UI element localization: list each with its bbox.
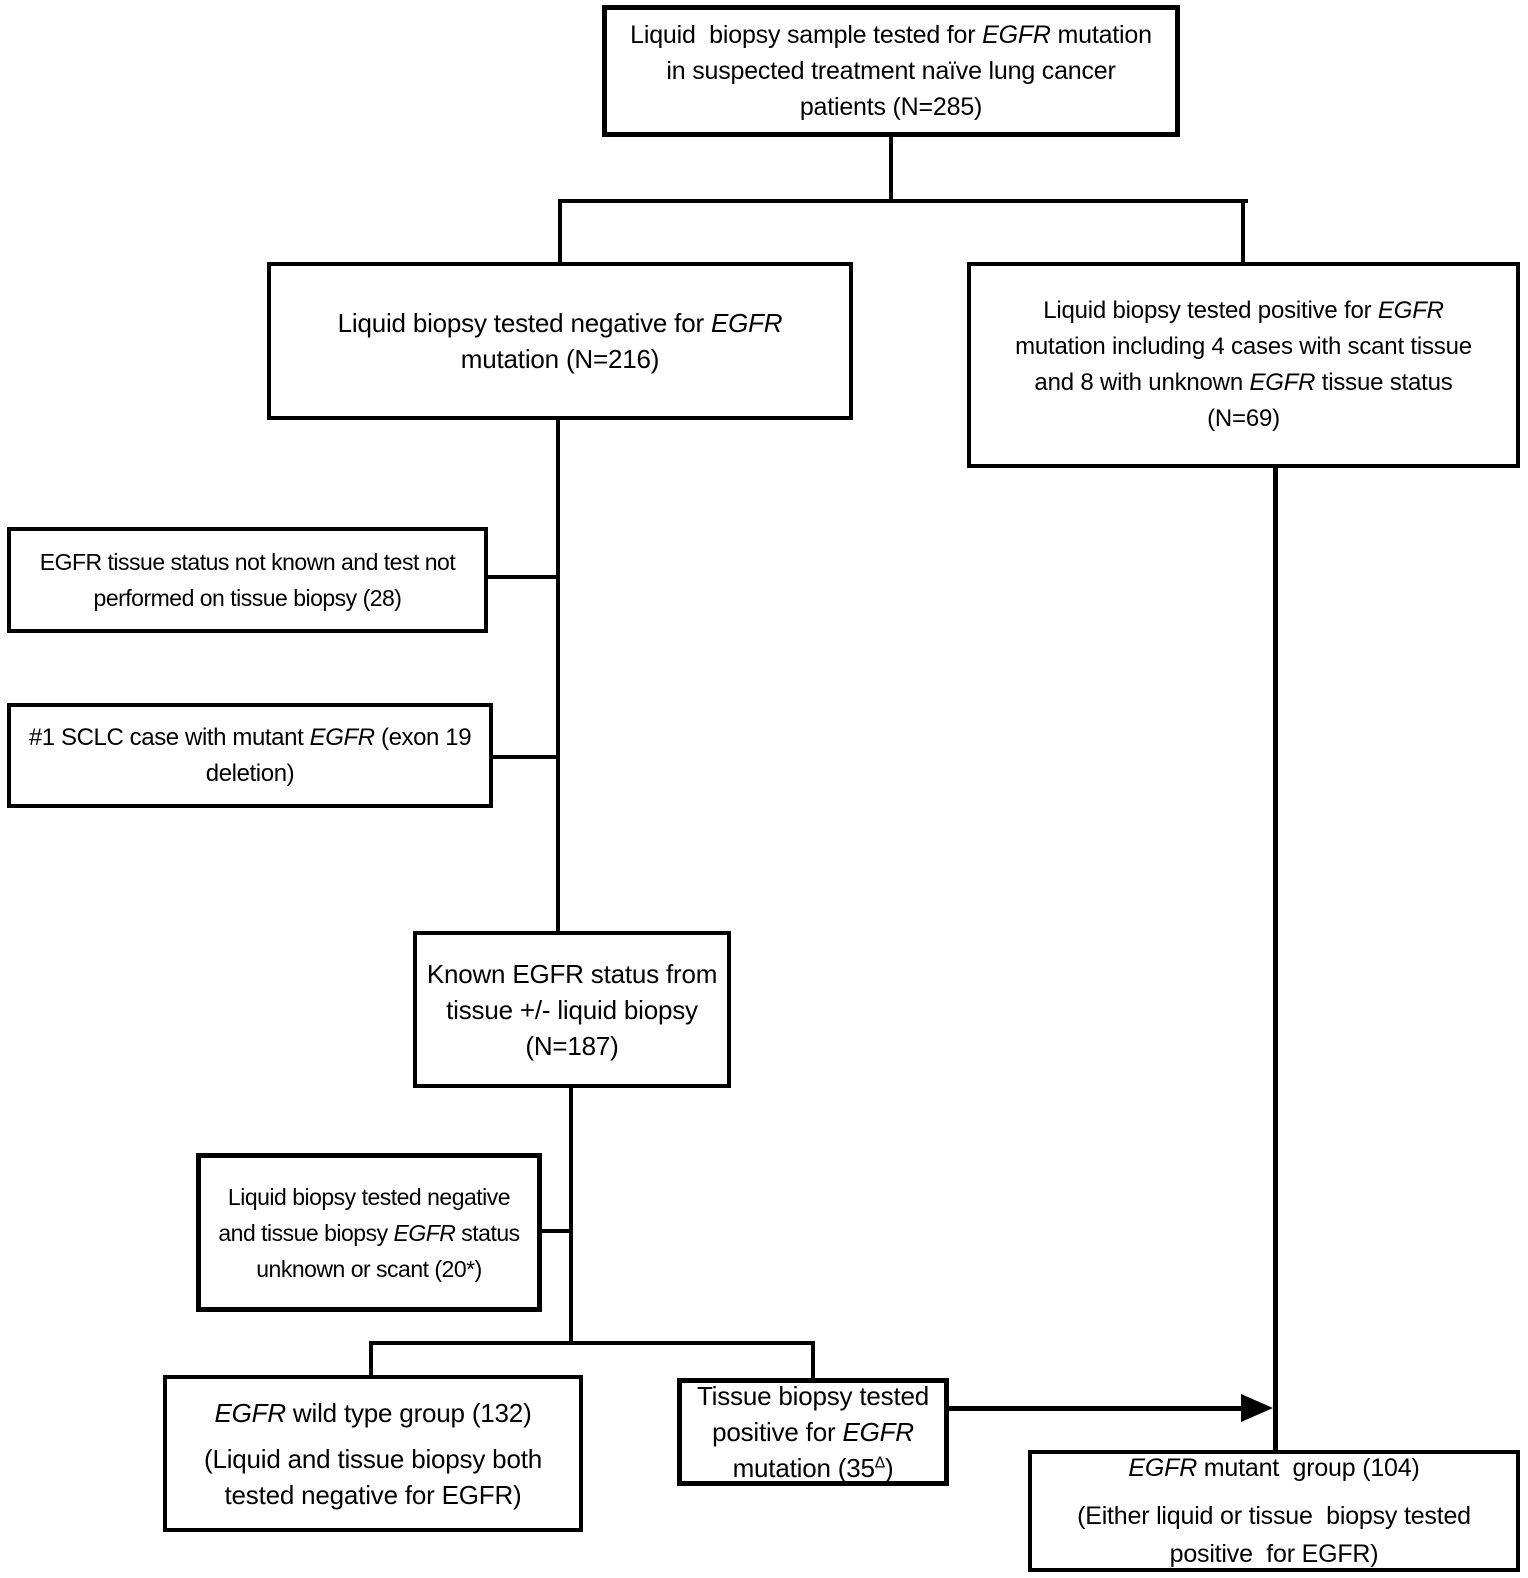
text-line: tested negative for EGFR) [224,1479,522,1510]
box-liquid-biopsy-positive: Liquid biopsy tested positive for EGFR mu… [967,262,1520,468]
connector-tissue-unknown-horizontal [486,575,560,579]
text-line: EGFR tissue status not known and test no… [39,549,456,575]
text-line: Liquid biopsy sample tested for EGFR mut… [630,21,1152,49]
text-line: performed on tissue biopsy (28) [93,585,402,611]
box-tissue-status-unknown: EGFR tissue status not known and test no… [7,527,488,633]
box-sclc-case: #1 SCLC case with mutant EGFR (exon 19 de… [7,703,493,808]
box-egfr-mutant-group: EGFR mutant group (104) (Either liquid or… [1028,1450,1520,1572]
text-line: patients (N=285) [799,93,983,121]
text-line: (N=187) [525,1030,619,1061]
connector-bottom-branch-horizontal [369,1341,815,1345]
connector-sclc-horizontal [491,755,560,759]
box-liquid-biopsy-negative: Liquid biopsy tested negative for EGFR mu… [267,262,853,420]
connector-top-branch-horizontal [558,199,1248,203]
box-tissue-biopsy-positive: Tissue biopsy tested positive for EGFR mut… [677,1378,949,1486]
connector-drop-to-tissue-positive-box [811,1341,815,1384]
text-line: positive for EGFR [712,1417,914,1447]
connector-drop-to-wild-type-box [369,1341,373,1381]
connector-tissue-positive-to-mutant-arrow-line [945,1406,1245,1411]
box-known-egfr-status: Known EGFR status from tissue +/- liquid … [413,931,731,1088]
connector-top-vertical [889,135,893,201]
text-line: Liquid biopsy tested negative [227,1183,511,1210]
text-line: and 8 with unknown EGFR tissue status [1034,369,1453,396]
connector-drop-to-negative-box [558,199,562,266]
text-line: (Either liquid or tissue biopsy tested [1077,1502,1471,1530]
connector-negative-to-known-vertical [556,418,560,935]
box-liquid-negative-tissue-unknown: Liquid biopsy tested negative and tissue … [196,1153,542,1312]
text-line: EGFR wild type group (132) [214,1397,532,1428]
arrowhead-right-icon [1241,1394,1273,1422]
text-line: and tissue biopsy EGFR status [218,1219,520,1246]
connector-known-to-branch-vertical [569,1086,573,1345]
box-egfr-wild-type-group: EGFR wild type group (132) (Liquid and ti… [163,1375,583,1532]
text-line: Liquid biopsy tested negative for EGFR [337,308,783,338]
text-line: (N=69) [1207,405,1280,432]
connector-drop-to-positive-box [1241,199,1245,266]
text-line: Liquid biopsy tested positive for EGFR [1043,297,1444,324]
text-line: deletion) [205,759,295,787]
text-line: unknown or scant (20*) [256,1255,482,1282]
text-line: tissue +/- liquid biopsy [446,994,698,1025]
text-line: mutation including 4 cases with scant ti… [1015,333,1472,360]
connector-positive-to-mutant-vertical [1273,466,1278,1456]
text-line: EGFR mutant group (104) [1128,1454,1420,1482]
text-line: in suspected treatment naïve lung cancer [666,57,1116,85]
text-line: #1 SCLC case with mutant EGFR (exon 19 [28,723,472,751]
box-total-samples: Liquid biopsy sample tested for EGFR mut… [602,5,1180,137]
connector-liquid-neg-tissue-unknown-horizontal [538,1229,573,1233]
text-line: mutation (35Δ) [732,1453,894,1483]
text-line: Known EGFR status from [426,958,718,989]
text-line: (Liquid and tissue biopsy both [203,1443,542,1474]
text-line: positive for EGFR) [1169,1540,1379,1568]
text-line: mutation (N=216) [460,344,660,374]
text-line: Tissue biopsy tested [696,1381,930,1411]
